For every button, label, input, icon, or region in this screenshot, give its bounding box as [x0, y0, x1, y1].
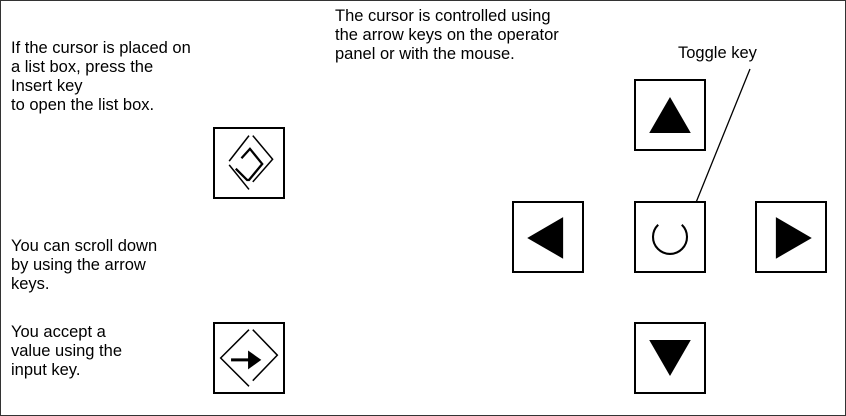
- input-arrow-diamond-icon: [219, 329, 279, 387]
- scroll-caption: You can scroll down by using the arrow k…: [11, 237, 158, 293]
- insert-key[interactable]: [213, 127, 285, 199]
- arrow-right-key[interactable]: [755, 201, 827, 273]
- input-key[interactable]: [213, 322, 285, 394]
- arrow-up-key[interactable]: [634, 79, 706, 151]
- triangle-right-icon: [775, 217, 812, 259]
- input-key-caption: You accept a value using the input key.: [11, 323, 122, 379]
- triangle-up-icon: [649, 97, 691, 133]
- triangle-left-icon: [527, 217, 564, 259]
- arrow-keys-caption: The cursor is controlled using the arrow…: [335, 7, 559, 63]
- arrow-left-key[interactable]: [512, 201, 584, 273]
- arrow-down-key[interactable]: [634, 322, 706, 394]
- toggle-circle-icon: [651, 223, 689, 255]
- toggle-key[interactable]: [634, 201, 706, 273]
- triangle-down-icon: [649, 340, 691, 376]
- insert-diamond-icon: [228, 135, 274, 190]
- toggle-key-label: Toggle key: [678, 44, 757, 62]
- insert-key-caption: If the cursor is placed on a list box, p…: [11, 39, 191, 114]
